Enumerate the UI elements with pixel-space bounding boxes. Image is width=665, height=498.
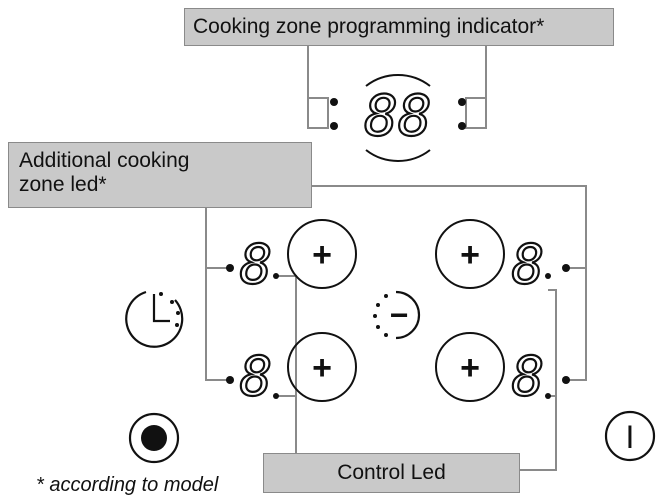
zone-front-left-digit: 8 — [240, 233, 273, 296]
timer-minus-icon-tick-4 — [376, 325, 380, 329]
zone-front-right: + 8 — [435, 219, 570, 297]
zone-front-left-led-dot — [226, 264, 234, 272]
programming-indicator-display: 88 — [330, 73, 466, 163]
zone-front-right-plus-label: + — [460, 236, 480, 274]
additional-led-text-line2: zone led* — [19, 173, 107, 196]
zone-front-left: 8 + — [226, 219, 357, 297]
control-led-text: Control Led — [337, 461, 446, 484]
indicator-arc-bottom — [365, 149, 431, 163]
zone-front-left-decimal — [273, 273, 279, 279]
leader-control-right — [520, 289, 557, 471]
power-label: I — [626, 419, 635, 455]
timer-minus-icon-tick-2 — [376, 303, 380, 307]
clock-icon-arc — [125, 290, 184, 348]
zone-rear-left-led-dot — [226, 376, 234, 384]
record-icon[interactable] — [128, 412, 180, 464]
timer-minus-icon-tick-3 — [373, 314, 377, 318]
indicator-dot-left-bottom — [330, 122, 338, 130]
leader-control-left — [278, 275, 297, 453]
leader-additional-left — [205, 208, 228, 269]
timer-minus-icon[interactable]: − — [373, 290, 421, 340]
zone-rear-right-digit: 8 — [512, 345, 545, 408]
indicator-dot-left-top — [330, 98, 338, 106]
power-icon-ring — [604, 410, 656, 462]
zone-front-left-plus-button[interactable] — [287, 219, 357, 289]
zone-rear-right: + 8 — [435, 332, 570, 409]
indicator-arc-top — [365, 73, 431, 87]
zone-front-right-led-dot — [562, 264, 570, 272]
record-icon-dot — [141, 425, 167, 451]
indicator-dot-right-bottom — [458, 122, 466, 130]
timer-minus-label: − — [390, 297, 409, 333]
timer-minus-icon-arc — [395, 290, 421, 340]
leader-programming-right — [465, 46, 487, 129]
leader-additional-right-lower — [568, 268, 587, 381]
additional-led-label: Additional cooking zone led* — [8, 142, 312, 208]
clock-icon-tick-1 — [159, 292, 163, 296]
programming-indicator-text: Cooking zone programming indicator* — [193, 15, 545, 38]
zone-rear-left-decimal — [273, 393, 279, 399]
clock-icon-tick-2 — [170, 300, 174, 304]
clock-icon-hands — [152, 294, 170, 323]
zone-rear-right-decimal — [545, 393, 551, 399]
leader-additional-left-lower — [205, 268, 228, 381]
clock-icon-tick-3 — [176, 311, 180, 315]
zone-rear-left-plus-label: + — [312, 349, 332, 387]
zone-front-right-decimal — [545, 273, 551, 279]
timer-minus-icon-tick-5 — [384, 333, 388, 337]
zone-rear-right-plus-button[interactable] — [435, 332, 505, 402]
zone-rear-left-digit: 8 — [240, 345, 273, 408]
programming-digits: 88 — [364, 84, 431, 149]
leader-additional-right — [312, 185, 587, 269]
clock-icon-tick-4 — [175, 323, 179, 327]
timer-minus-icon-tick-1 — [384, 294, 388, 298]
zone-rear-right-led-dot — [562, 376, 570, 384]
indicator-dot-right-top — [458, 98, 466, 106]
clock-icon[interactable] — [125, 290, 184, 348]
zone-front-left-plus-label: + — [312, 236, 332, 274]
zone-rear-right-plus-label: + — [460, 349, 480, 387]
zone-front-right-plus-button[interactable] — [435, 219, 505, 289]
zone-front-right-digit: 8 — [512, 233, 545, 296]
zone-rear-left-plus-button[interactable] — [287, 332, 357, 402]
record-icon-ring — [128, 412, 180, 464]
control-led-label: Control Led — [263, 453, 520, 493]
leader-programming-left — [307, 46, 329, 129]
zone-rear-left: 8 + — [226, 332, 357, 409]
programming-indicator-label: Cooking zone programming indicator* — [184, 8, 614, 46]
additional-led-text-line1: Additional cooking — [19, 149, 190, 172]
footnote: * according to model — [36, 474, 219, 496]
power-icon[interactable]: I — [604, 410, 656, 462]
